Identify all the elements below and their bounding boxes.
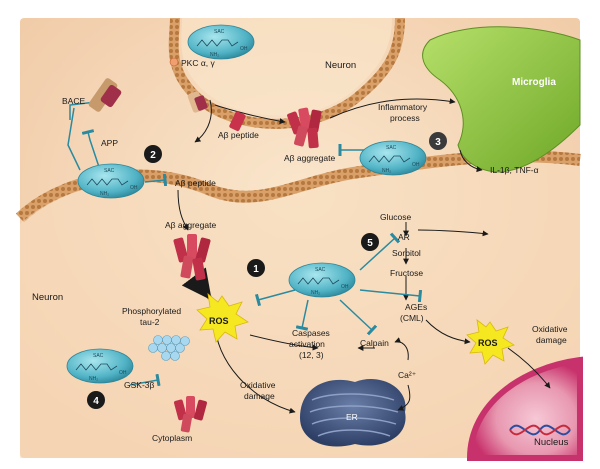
gsk-label: GSK-3β: [124, 380, 155, 390]
ages-label: AGEs: [405, 302, 427, 312]
marker-3: 3: [429, 132, 447, 150]
sac-oh-label: OH: [240, 46, 248, 52]
dna-icon: [509, 424, 571, 436]
region-label-neuron-left: Neuron: [32, 292, 63, 303]
tau-label-2: tau-2: [140, 317, 160, 327]
ros-label-2: ROS: [478, 338, 498, 348]
oxidative-label-1: Oxidative: [240, 380, 276, 390]
svg-text:1: 1: [253, 264, 259, 275]
sac-label: SAC: [214, 29, 225, 35]
sac-nh2-label: NH₂: [89, 376, 98, 382]
abeta-aggregate-top: [287, 107, 322, 149]
svg-text:4: 4: [93, 396, 99, 407]
damage-label-1: damage: [244, 391, 275, 401]
tau-cluster-icon: [148, 335, 190, 361]
sac-nh2-label: NH₂: [311, 290, 320, 296]
app-label: APP: [101, 138, 118, 148]
pkc-dot-icon: [169, 57, 179, 67]
abeta-aggregate-label-2: Aβ aggregate: [165, 220, 216, 230]
glucose-label: Glucose: [380, 212, 411, 222]
sac-label: SAC: [104, 168, 115, 174]
calpain-label: Calpain: [360, 338, 389, 348]
ros-label-1: ROS: [209, 316, 229, 326]
region-label-nucleus: Nucleus: [534, 437, 569, 448]
sac-nh2-label: NH₂: [100, 191, 109, 197]
damage-label-2: damage: [536, 335, 567, 345]
svg-text:3: 3: [435, 137, 441, 148]
sac-label: SAC: [93, 353, 104, 359]
cml-label: (CML): [400, 313, 424, 323]
tau-label-1: Phosphorylated: [122, 306, 181, 316]
sorbitol-label: Sorbitol: [392, 248, 421, 258]
marker-2: 2: [144, 145, 162, 163]
app-protein-icon: [88, 78, 208, 113]
ar-label: AR: [398, 232, 410, 242]
inhibition-lines: [67, 95, 423, 387]
cytokine-label: IL-1β, TNF-α: [490, 165, 539, 175]
oxidative-label-2: Oxidative: [532, 324, 568, 334]
sac-label: SAC: [315, 267, 326, 273]
er-organelle: [300, 378, 406, 447]
abeta-peptide-label-1: Aβ peptide: [218, 130, 259, 140]
sac-oh-label: OH: [119, 370, 127, 376]
inflammatory-label: Inflammatory: [378, 102, 428, 112]
ros-burst-1: [196, 293, 249, 343]
marker-1: 1: [247, 259, 265, 277]
red-arrow: [181, 267, 212, 301]
abeta-aggregate-cytoplasm: [173, 396, 207, 433]
process-label: process: [390, 113, 420, 123]
calcium-label: Ca²⁺: [398, 370, 417, 380]
sac-nh2-label: NH₂: [382, 168, 391, 174]
pkc-label: PKC α, γ: [181, 58, 215, 68]
bace-label: BACE: [62, 96, 85, 106]
region-label-cytoplasm: Cytoplasm: [152, 433, 192, 443]
sac-oh-label: OH: [130, 185, 138, 191]
abeta-aggregate-label-1: Aβ aggregate: [284, 153, 335, 163]
marker-5: 5: [361, 233, 379, 251]
abeta-peptide-label-2: Aβ peptide: [175, 178, 216, 188]
caspases-label-3: (12, 3): [299, 350, 324, 360]
microglia-cell: [422, 26, 581, 173]
nucleus: [466, 356, 583, 461]
region-label-neuron-top: Neuron: [325, 60, 356, 71]
svg-text:2: 2: [150, 150, 156, 161]
abeta-aggregate-membrane: [173, 234, 211, 281]
pathway-arrows: [177, 98, 551, 414]
fructose-label: Fructose: [390, 268, 423, 278]
abeta-peptide-icon: [229, 111, 246, 132]
sac-oh-label: OH: [341, 284, 349, 290]
sac-label: SAC: [386, 145, 397, 151]
svg-text:5: 5: [367, 238, 373, 249]
sac-oh-label: OH: [412, 162, 420, 168]
region-label-er: ER: [346, 412, 358, 422]
caspases-label-1: Caspases: [292, 328, 330, 338]
sac-nh2-label: NH₂: [210, 52, 219, 58]
caspases-label-2: activation: [289, 339, 325, 349]
ros-burst-2: [466, 319, 515, 365]
region-label-microglia: Microglia: [512, 77, 556, 88]
marker-4: 4: [87, 391, 105, 409]
